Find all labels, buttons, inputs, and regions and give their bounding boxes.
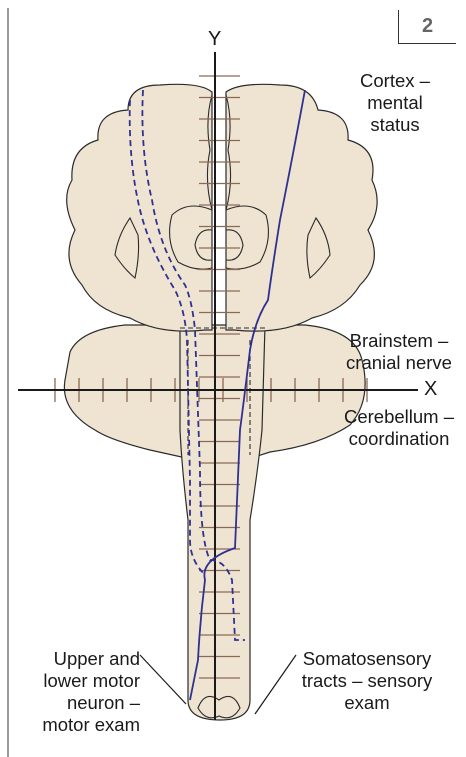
cortex-line-1: Cortex – — [340, 70, 450, 92]
figure-number-badge: 2 — [398, 10, 456, 44]
y-axis-label: Y — [208, 28, 221, 51]
cortex-line-2: mental — [340, 92, 450, 114]
x-axis-label: X — [424, 378, 437, 401]
sensory-line-1: Somatosensory — [292, 648, 442, 670]
motor-line-2: lower motor — [20, 670, 140, 692]
motor-label: Upper and lower motor neuron – motor exa… — [20, 648, 140, 736]
sensory-line-2: tracts – sensory — [292, 670, 442, 692]
cerebellum-label: Cerebellum – coordination — [338, 406, 460, 450]
motor-line-1: Upper and — [20, 648, 140, 670]
brain-outline — [64, 84, 377, 720]
cerebellum-line-1: Cerebellum – — [338, 406, 460, 428]
cerebellum-line-2: coordination — [338, 428, 460, 450]
motor-line-3: neuron – — [20, 692, 140, 714]
cerebrum-left — [67, 84, 212, 331]
cortex-label: Cortex – mental status — [340, 70, 450, 136]
brainstem-line-2: cranial nerve — [336, 352, 462, 374]
cortex-line-3: status — [340, 114, 450, 136]
brainstem-line-1: Brainstem – — [336, 330, 462, 352]
brainstem-label: Brainstem – cranial nerve — [336, 330, 462, 374]
motor-leader — [140, 655, 186, 704]
sensory-leader — [255, 655, 296, 714]
sensory-line-3: exam — [292, 692, 442, 714]
sensory-label: Somatosensory tracts – sensory exam — [292, 648, 442, 714]
motor-line-4: motor exam — [20, 714, 140, 736]
figure-number: 2 — [422, 15, 433, 38]
